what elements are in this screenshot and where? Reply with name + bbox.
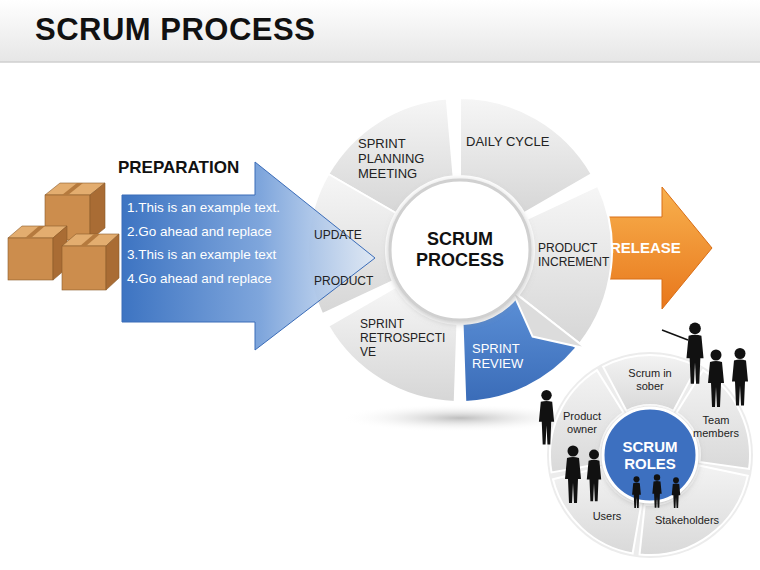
- label-slot: PRODUCT INCREMENT: [538, 242, 612, 270]
- ring-shadow: [340, 404, 580, 432]
- label-slot: RELEASE: [610, 239, 681, 256]
- process-segment: UPDATE PRODUCT: [305, 171, 399, 318]
- label-text: 1.This is an example text.: [127, 200, 280, 216]
- label-text: SPRINT REVIEW: [472, 342, 534, 372]
- label-slot: 3.This is an example text: [127, 247, 276, 263]
- cardboard-boxes: [8, 183, 119, 290]
- label-text: 4.Go ahead and replace: [127, 271, 272, 287]
- label-text: Stakeholders: [651, 514, 723, 527]
- circle-shape: [603, 408, 697, 502]
- label-slot: SCRUM PROCESS: [405, 229, 515, 270]
- label-slot: Stakeholders: [651, 514, 723, 527]
- circle-shape: [390, 180, 530, 320]
- label-slot: SCRUM ROLES: [610, 438, 690, 473]
- label-text: RELEASE: [610, 239, 681, 256]
- release-arrow: RELEASE: [600, 185, 715, 313]
- label-slot: PREPARATION: [118, 158, 239, 178]
- label-slot: Product owner: [555, 410, 609, 435]
- label-slot: DAILY CYCLE: [466, 135, 566, 150]
- label-text: Team members: [690, 414, 742, 439]
- label-text: PRODUCT INCREMENT: [538, 242, 612, 270]
- preparation-arrow: PREPARATION 1.This is an example text. 2.G…: [118, 155, 375, 355]
- label-slot: Team members: [690, 414, 742, 439]
- label-slot: Scrum in sober: [623, 367, 677, 392]
- label-text: SCRUM ROLES: [610, 438, 690, 473]
- segment-arrowhead: [512, 291, 586, 349]
- roles-ground: [547, 352, 753, 558]
- label-text: Scrum in sober: [623, 367, 677, 392]
- label-text: Product owner: [555, 410, 609, 435]
- label-slot: 4.Go ahead and replace: [127, 271, 272, 287]
- arrow-shape: [600, 187, 712, 309]
- title-band: [0, 0, 760, 62]
- label-text: 3.This is an example text: [127, 247, 276, 263]
- center-circle: SCRUM PROCESS: [386, 176, 534, 324]
- label-slot: 1.This is an example text.: [127, 200, 280, 216]
- label-slot: Users: [587, 510, 627, 523]
- label-slot: SPRINT RETROSPECTI VE: [360, 318, 452, 359]
- center-circle: SCRUM ROLES: [599, 404, 701, 506]
- label-text: SPRINT PLANNING MEETING: [358, 137, 440, 182]
- label-text: SPRINT RETROSPECTI VE: [360, 318, 452, 359]
- label-slot: 2.Go ahead and replace: [127, 224, 272, 240]
- label-text: DAILY CYCLE: [466, 135, 566, 150]
- page-title: SCRUM PROCESS: [35, 12, 315, 48]
- label-slot: UPDATE PRODUCT: [314, 212, 376, 304]
- label-slot: SPRINT PLANNING MEETING: [358, 137, 440, 182]
- label-text: SCRUM PROCESS: [405, 229, 515, 270]
- label-text: 2.Go ahead and replace: [127, 224, 272, 240]
- label-text: Users: [587, 510, 627, 523]
- label-text: PREPARATION: [118, 158, 239, 178]
- label-slot: SPRINT REVIEW: [472, 342, 534, 372]
- arrow-shape: [122, 162, 375, 350]
- label-text: UPDATE PRODUCT: [314, 212, 376, 304]
